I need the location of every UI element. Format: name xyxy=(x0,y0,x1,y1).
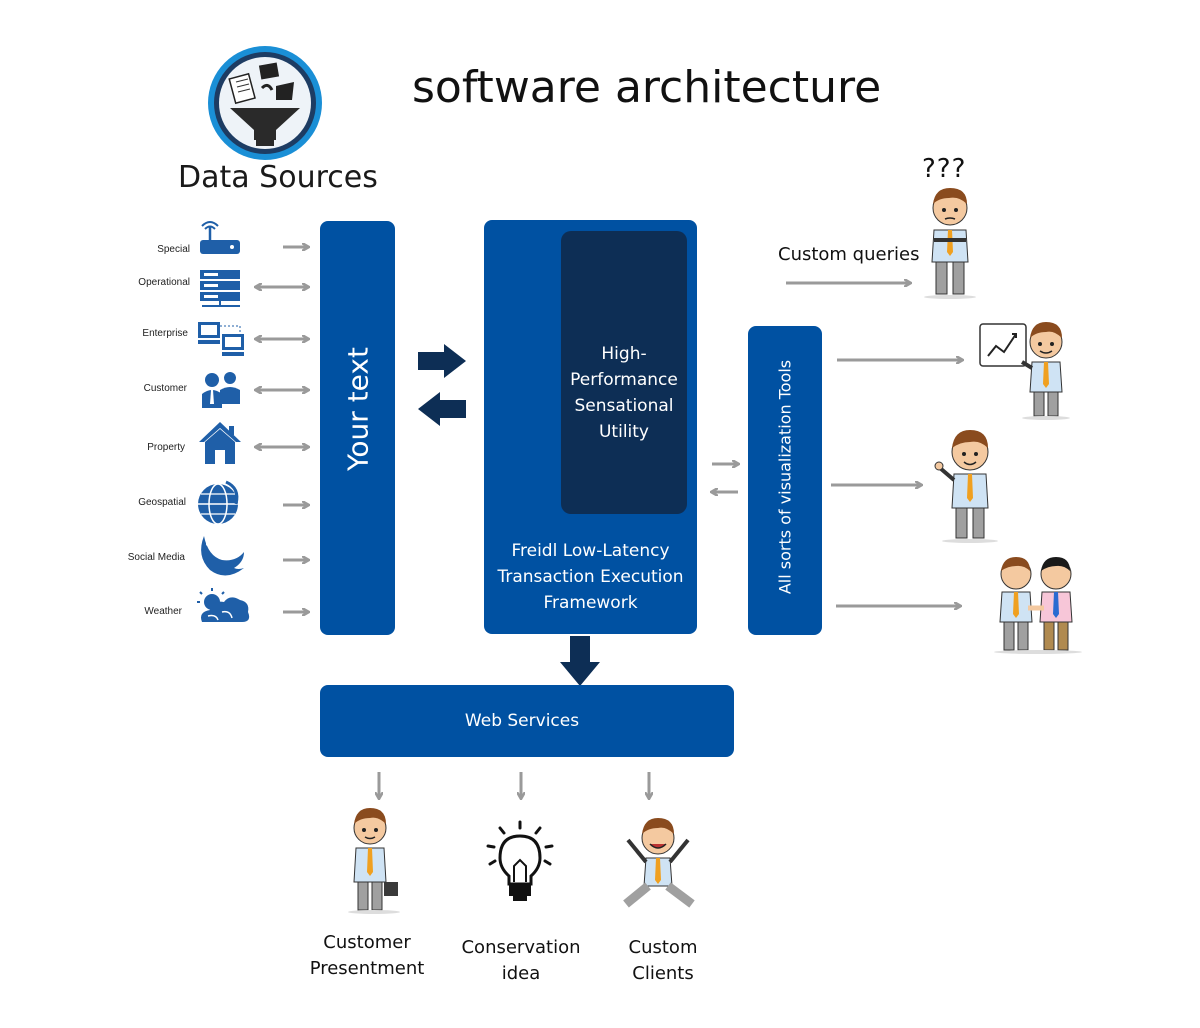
framework-label: Freidl Low-Latency Transaction Execution… xyxy=(497,541,684,613)
source-label-operational: Operational xyxy=(138,277,190,288)
arrow-down-to-web-services xyxy=(560,636,600,686)
arrow-left-from-framework xyxy=(418,392,466,426)
arrow-right-to-framework xyxy=(418,344,466,378)
cloud-sun-icon xyxy=(197,588,250,622)
source-label-geospatial: Geospatial xyxy=(138,497,186,508)
confused-man-icon xyxy=(924,188,976,299)
source-label-customer: Customer xyxy=(143,383,187,394)
high-performance-utility-label: High- Performance Sensational Utility xyxy=(570,344,678,442)
custom-queries-label: Custom queries xyxy=(778,244,920,265)
data-sources-title: Data Sources xyxy=(178,160,378,195)
visualization-tools-box xyxy=(748,326,822,635)
network-computers-icon xyxy=(198,322,244,356)
page-title: software architecture xyxy=(412,62,882,113)
source-label-special: Special xyxy=(157,244,190,255)
light-bulb-icon xyxy=(486,820,554,901)
high-performance-utility-box xyxy=(561,231,687,514)
server-icon xyxy=(200,270,240,307)
source-label-property: Property xyxy=(147,442,185,453)
presenting-chart-man-icon xyxy=(979,322,1070,420)
output-label-custom-clients: Custom Clients xyxy=(628,937,698,984)
web-services-box xyxy=(320,685,734,757)
idea-man-icon xyxy=(934,430,998,543)
globe-icon xyxy=(198,480,239,525)
house-icon xyxy=(199,422,241,464)
people-icon xyxy=(202,372,240,408)
source-label-weather: Weather xyxy=(144,606,182,617)
output-label-customer-presentment: Customer Presentment xyxy=(309,932,425,979)
source-label-social-media: Social Media xyxy=(127,552,185,563)
funnel-logo-icon xyxy=(208,46,322,160)
visualization-tools-label: All sorts of visualization Tools xyxy=(775,359,795,595)
handshake-men-icon xyxy=(994,557,1082,654)
source-label-enterprise: Enterprise xyxy=(142,328,188,339)
question-marks: ??? xyxy=(922,154,967,184)
output-label-conservation-idea: Conservation idea xyxy=(461,937,581,984)
jumping-man-icon xyxy=(623,818,695,908)
web-services-label: Web Services xyxy=(464,711,580,731)
your-text-box xyxy=(320,221,395,635)
businessman-briefcase-icon xyxy=(348,808,400,914)
bird-icon xyxy=(201,536,244,576)
your-text-label: Your text xyxy=(341,347,375,471)
router-icon xyxy=(200,221,240,254)
